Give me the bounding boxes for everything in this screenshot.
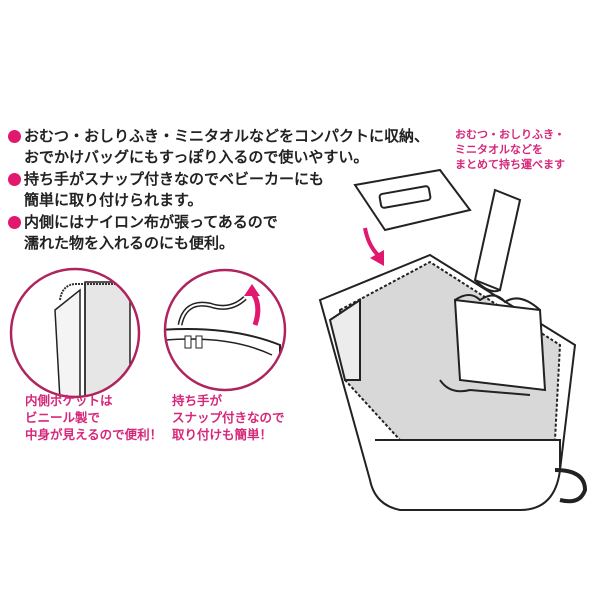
pocket-detail-circle: [9, 267, 141, 399]
caption-line: 中身が見えるので便利！: [25, 427, 163, 442]
pocket-caption: 内側ポケットは ビニール製で 中身が見えるので便利！: [25, 392, 162, 443]
feature-list: おむつ・おしりふき・ミニタオルなどをコンパクトに収納、おでかけバッグにもすっぽり…: [8, 126, 438, 255]
feature-text: 濡れた物を入れるのにも便利。: [24, 234, 235, 252]
caption-line: 持ち手が: [172, 393, 223, 408]
arrow-icon: [363, 227, 380, 257]
note-line: おむつ・おしりふき・: [455, 128, 565, 141]
feature-text: 内側にはナイロン布が張ってあるので: [24, 213, 278, 231]
handle-detail-circle: [163, 268, 287, 392]
feature-text: 簡単に取り付けられます。: [24, 191, 203, 209]
feature-item: おむつ・おしりふき・ミニタオルなどをコンパクトに収納、おでかけバッグにもすっぽり…: [8, 126, 438, 168]
bag-illustration: [318, 168, 588, 511]
bullet-icon: [8, 216, 21, 229]
feature-text: おむつ・おしりふき・ミニタオルなどをコンパクトに収納、: [24, 127, 430, 145]
note-line: まとめて持ち運べます: [455, 158, 565, 171]
note-line: ミニタオルなどを: [455, 143, 543, 156]
handle-caption: 持ち手が スナップ付きなので 取り付けも簡単！: [172, 392, 285, 443]
feature-text: 持ち手がスナップ付きなのでベビーカーにも: [24, 170, 325, 188]
feature-item: 内側にはナイロン布が張ってあるので濡れた物を入れるのにも便利。: [8, 212, 438, 254]
caption-line: 取り付けも簡単！: [172, 427, 273, 442]
caption-line: ビニール製で: [25, 410, 101, 425]
feature-item: 持ち手がスナップ付きなのでベビーカーにも簡単に取り付けられます。: [8, 169, 438, 211]
bullet-icon: [8, 130, 21, 143]
feature-text: おでかけバッグにもすっぽり入るので使いやすい。: [24, 148, 369, 166]
arrow-head-icon: [370, 250, 384, 266]
caption-line: 内側ポケットは: [25, 393, 113, 408]
storage-note: おむつ・おしりふき・ ミニタオルなどを まとめて持ち運べます: [455, 127, 565, 172]
caption-line: スナップ付きなので: [172, 410, 285, 425]
bullet-icon: [8, 173, 21, 186]
